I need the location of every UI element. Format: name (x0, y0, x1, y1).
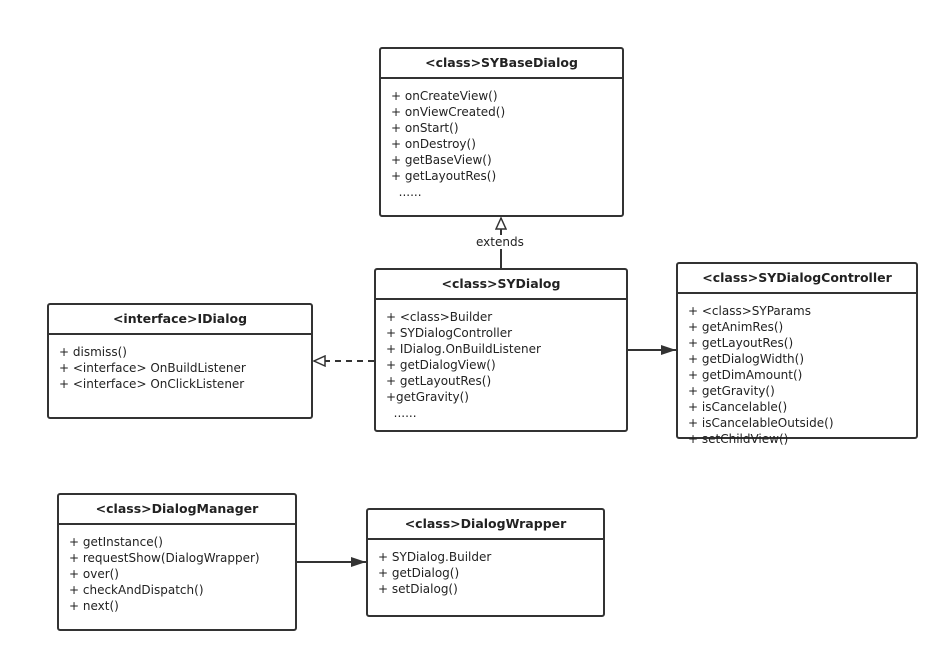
class-member: + requestShow(DialogWrapper) (69, 551, 260, 565)
class-members: + onCreateView() + onViewCreated() + onSta… (381, 79, 622, 200)
class-members: + getInstance() + requestShow(DialogWrapp… (59, 525, 295, 614)
class-member: + getDialogView() (386, 358, 496, 372)
class-member: + onDestroy() (391, 137, 476, 151)
class-member: ...... (391, 185, 422, 199)
class-member: + <class>SYParams (688, 304, 811, 318)
class-member: + getInstance() (69, 535, 163, 549)
class-member: + IDialog.OnBuildListener (386, 342, 541, 356)
class-member: + checkAndDispatch() (69, 583, 204, 597)
class-member: + <interface> OnClickListener (59, 377, 245, 391)
class-member: + next() (69, 599, 119, 613)
class-member: + onCreateView() (391, 89, 498, 103)
class-member: + <class>Builder (386, 310, 493, 324)
class-member: + onViewCreated() (391, 105, 506, 119)
class-member: + over() (69, 567, 119, 581)
class-box-sydialogcontroller[interactable]: <class>SYDialogController + <class>SYPar… (676, 262, 918, 446)
class-member: + SYDialog.Builder (378, 550, 492, 564)
class-member: + SYDialogController (386, 326, 513, 340)
class-member: + getLayoutRes() (386, 374, 492, 388)
class-members: + dismiss() + <interface> OnBuildListener… (49, 335, 311, 392)
class-member: + <interface> OnBuildListener (59, 361, 246, 375)
class-box-sybasedialog[interactable]: <class>SYBaseDialog + onCreateView()+ on… (379, 47, 624, 217)
class-member: + getAnimRes() (688, 320, 784, 334)
extends-label: extends (474, 235, 526, 249)
class-box-dialogmanager[interactable]: <class>DialogManager + getInstance() + re… (57, 493, 297, 631)
class-box-sydialog[interactable]: <class>SYDialog + <class>Builder + SYDial… (374, 268, 628, 432)
class-title: <class>DialogWrapper (368, 510, 603, 540)
class-member: ...... (386, 406, 417, 420)
class-member: + getLayoutRes() (391, 169, 497, 183)
class-member: + getDimAmount() (688, 368, 803, 382)
class-members: + <class>SYParams + getAnimRes() + getLayo… (678, 294, 916, 447)
class-title: <interface>IDialog (49, 305, 311, 335)
class-members: + SYDialog.Builder + getDialog() + setDial… (368, 540, 603, 597)
class-member: + setChildView() (688, 432, 789, 446)
class-title: <class>SYDialog (376, 270, 626, 300)
class-member: + getBaseView() (391, 153, 492, 167)
class-member: + getGravity() (688, 384, 775, 398)
class-member: + isCancelable() (688, 400, 788, 414)
class-member: + isCancelableOutside() (688, 416, 834, 430)
class-box-dialogwrapper[interactable]: <class>DialogWrapper + SYDialog.Builder+… (366, 508, 605, 617)
class-member: + onStart() (391, 121, 459, 135)
class-member: + getLayoutRes() (688, 336, 794, 350)
class-member: + getDialogWidth() (688, 352, 805, 366)
class-title: <class>DialogManager (59, 495, 295, 525)
class-title: <class>SYBaseDialog (381, 49, 622, 79)
class-members: + <class>Builder + SYDialogController + ID… (376, 300, 626, 421)
class-member: + setDialog() (378, 582, 458, 596)
class-member: + dismiss() (59, 345, 127, 359)
interface-box-idialog[interactable]: <interface>IDialog + dismiss() + <interfa… (47, 303, 313, 419)
class-member: + getDialog() (378, 566, 460, 580)
class-member: +getGravity() (386, 390, 469, 404)
class-title: <class>SYDialogController (678, 264, 916, 294)
